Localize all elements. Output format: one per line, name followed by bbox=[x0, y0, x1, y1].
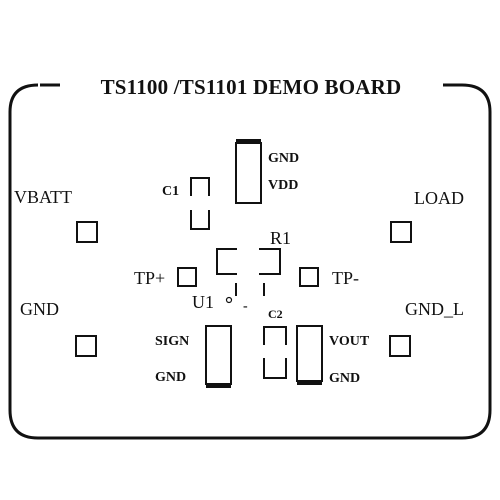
vout-connector bbox=[296, 325, 323, 382]
board-title: TS1100 /TS1101 DEMO BOARD bbox=[101, 75, 402, 99]
c2-label: C2 bbox=[268, 307, 283, 321]
vout-connector-bar bbox=[297, 380, 322, 385]
top-connector bbox=[235, 142, 262, 204]
sign-connector bbox=[205, 325, 232, 385]
u1-label: U1 bbox=[192, 292, 214, 312]
load-pad bbox=[390, 221, 412, 243]
vout-label: VOUT bbox=[329, 334, 370, 349]
c2-footprint bbox=[263, 326, 287, 379]
gnd-l-pad bbox=[389, 335, 411, 357]
load-label: LOAD bbox=[414, 188, 464, 208]
sign-connector-bar bbox=[206, 383, 231, 388]
r1-label: R1 bbox=[270, 228, 291, 248]
tp-minus-pad bbox=[299, 267, 319, 287]
vout-gnd-label: GND bbox=[329, 371, 360, 386]
vbatt-label: VBATT bbox=[14, 187, 72, 207]
u1-minus-mark: - bbox=[243, 299, 248, 314]
sign-gnd-label: GND bbox=[155, 370, 186, 385]
c1-label: C1 bbox=[162, 184, 179, 199]
board-outline bbox=[8, 83, 492, 440]
tp-plus-label: TP+ bbox=[134, 268, 165, 288]
c1-footprint bbox=[190, 177, 210, 230]
top-gnd-label: GND bbox=[268, 151, 299, 166]
r1-footprint bbox=[216, 248, 281, 275]
u1-pin1-dot bbox=[225, 296, 233, 304]
top-vdd-label: VDD bbox=[268, 178, 298, 193]
tp-minus-label: TP- bbox=[332, 268, 359, 288]
gnd-left-pad bbox=[75, 335, 97, 357]
gnd-left-label: GND bbox=[20, 299, 59, 319]
sign-label: SIGN bbox=[155, 334, 189, 349]
u1-footprint bbox=[235, 283, 265, 296]
gnd-l-label: GND_L bbox=[405, 299, 464, 319]
tp-plus-pad bbox=[177, 267, 197, 287]
top-connector-bar bbox=[236, 139, 261, 144]
vbatt-pad bbox=[76, 221, 98, 243]
